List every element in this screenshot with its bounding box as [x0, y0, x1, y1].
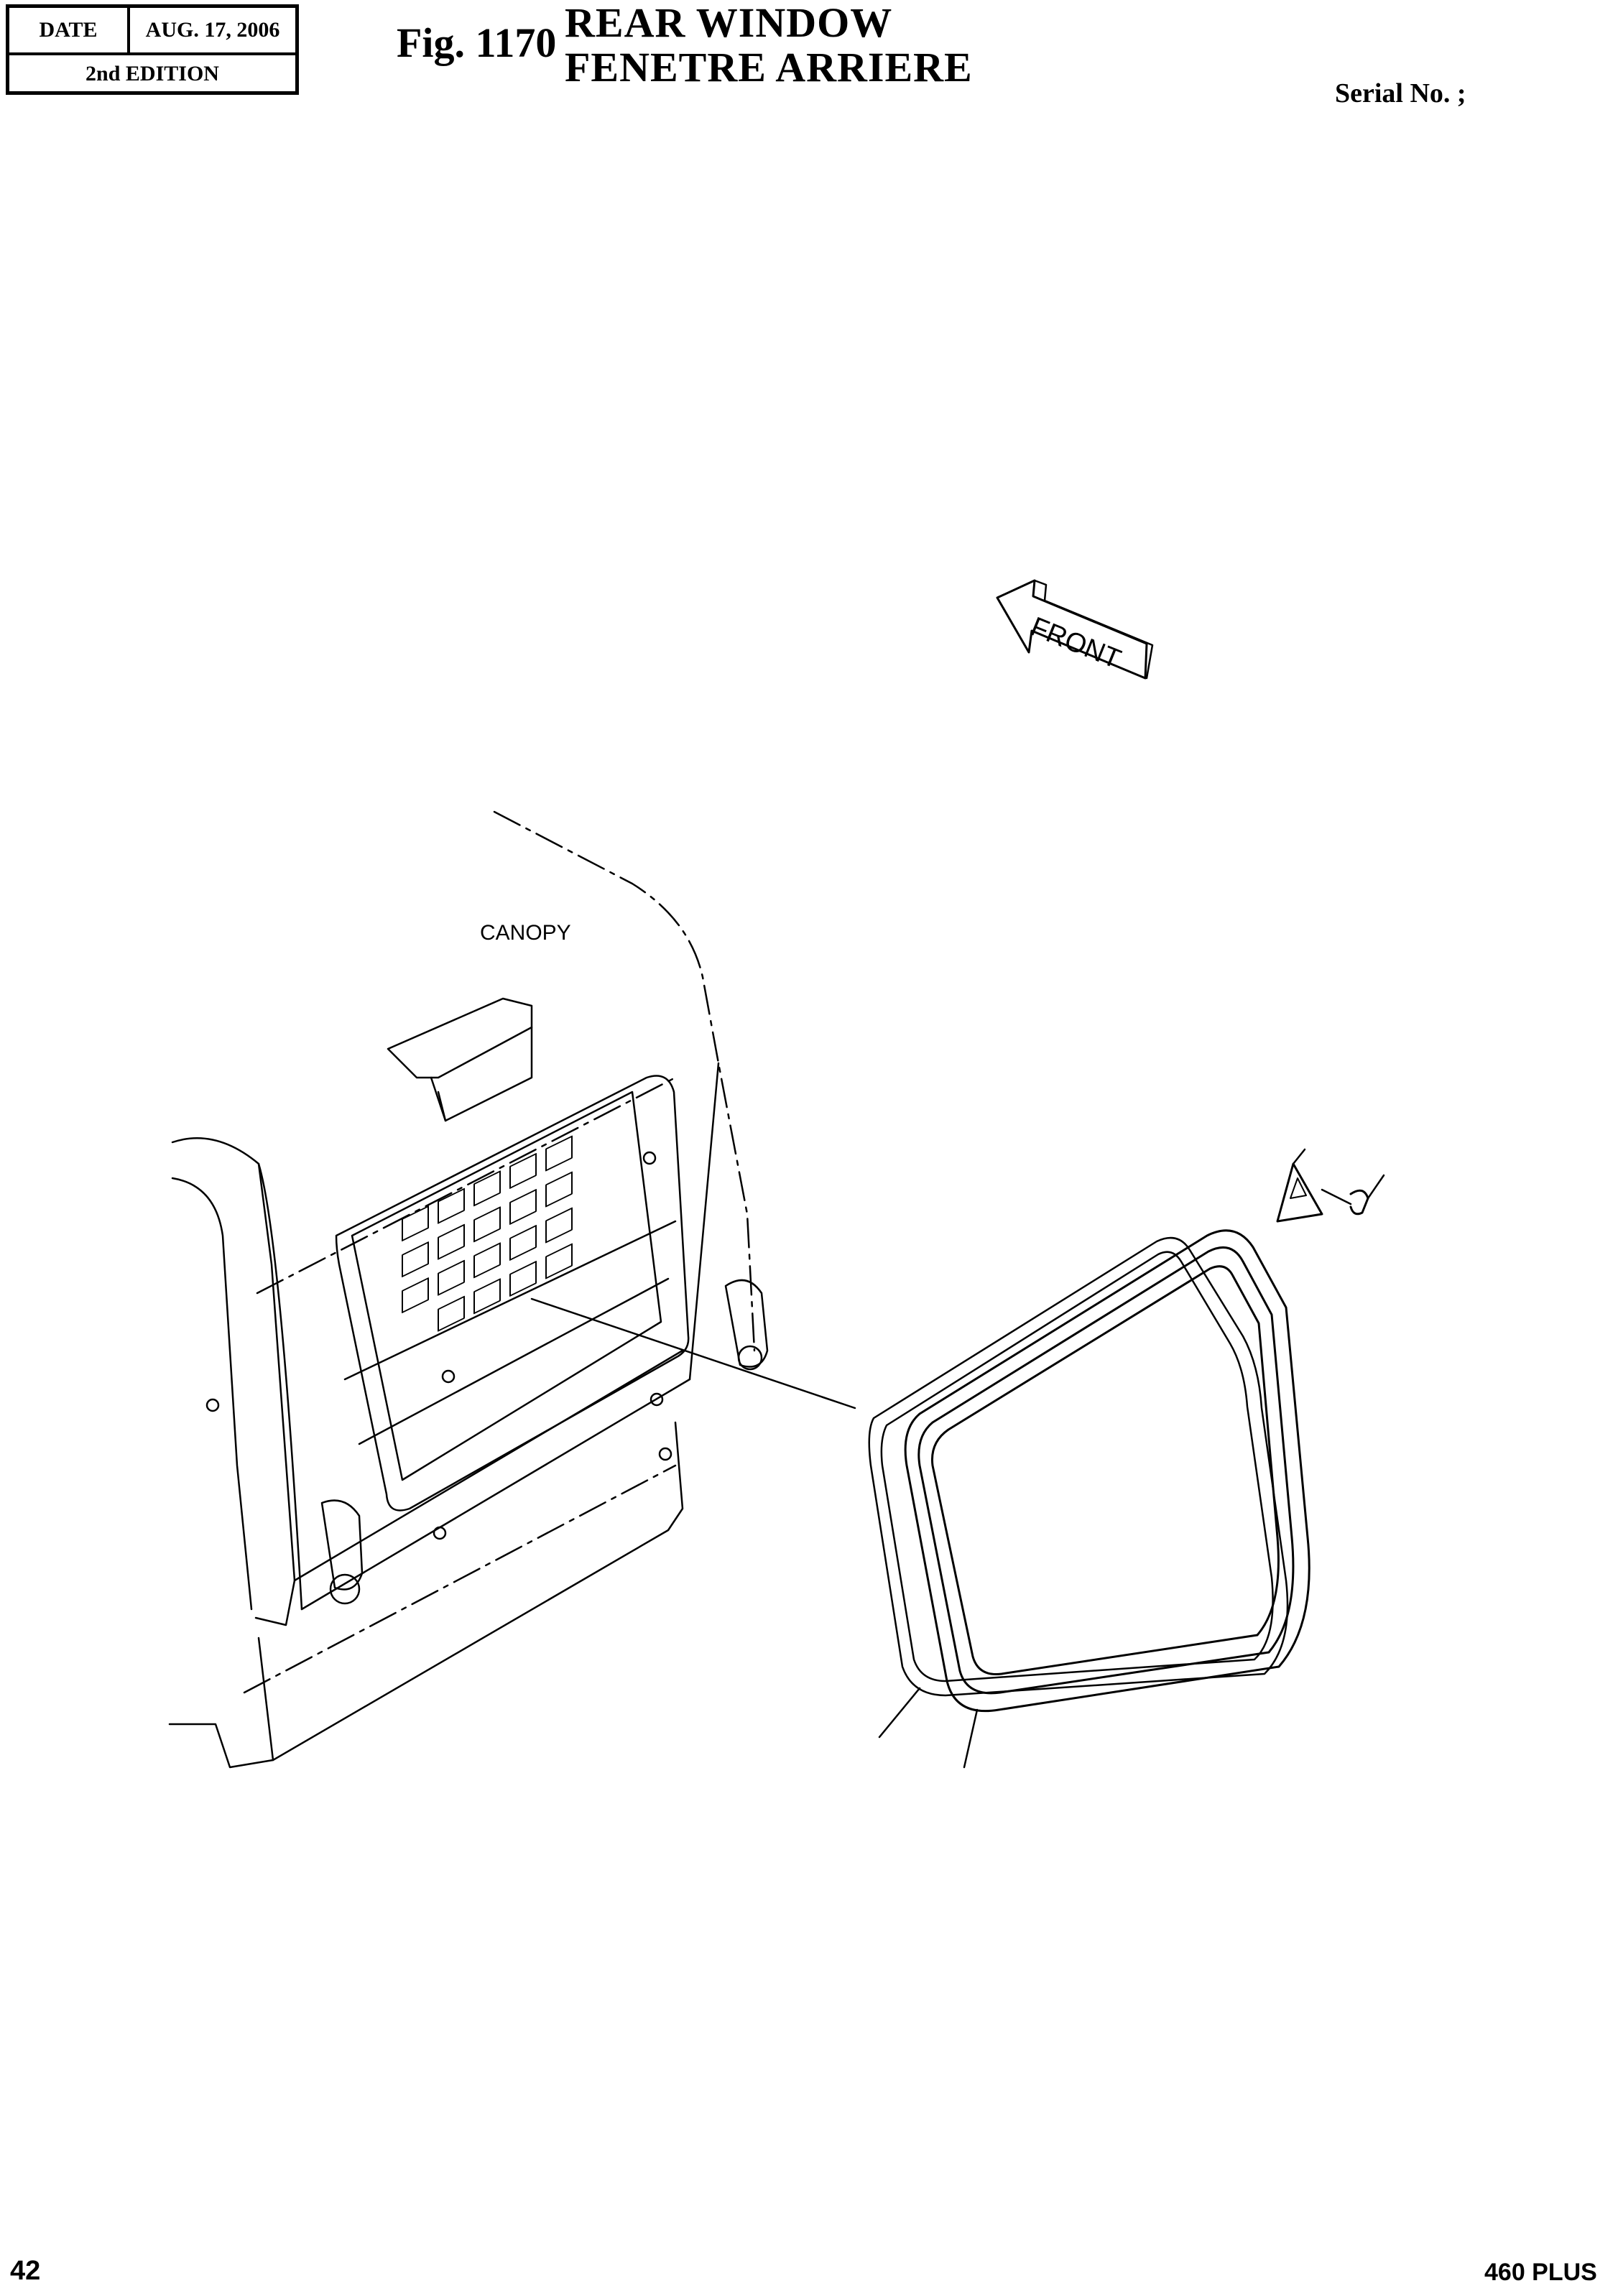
page-title-french: FENETRE ARRIERE: [565, 44, 973, 91]
page-title-english: REAR WINDOW: [565, 0, 893, 46]
warning-decal-icon: [1276, 1148, 1323, 1223]
model-name: 460 PLUS: [1484, 2259, 1597, 2286]
page-number: 42: [10, 2256, 41, 2286]
hook-clip-icon: [1321, 1174, 1385, 1216]
edition-label: 2nd EDITION: [85, 62, 219, 85]
rear-window-glass: [868, 1236, 1289, 1697]
front-arrow-icon: FRONT: [996, 579, 1154, 680]
canopy-frame: [168, 810, 856, 1769]
date-label: DATE: [9, 8, 130, 52]
rear-window-seal: [904, 1229, 1310, 1713]
serial-number-label: Serial No. ;: [1335, 78, 1466, 108]
figure-number: Fig. 1170: [397, 19, 557, 66]
date-value: AUG. 17, 2006: [145, 18, 280, 42]
date-row: DATE AUG. 17, 2006: [9, 8, 295, 55]
canopy-label: CANOPY: [480, 921, 571, 945]
date-edition-box: DATE AUG. 17, 2006 2nd EDITION: [6, 4, 299, 95]
